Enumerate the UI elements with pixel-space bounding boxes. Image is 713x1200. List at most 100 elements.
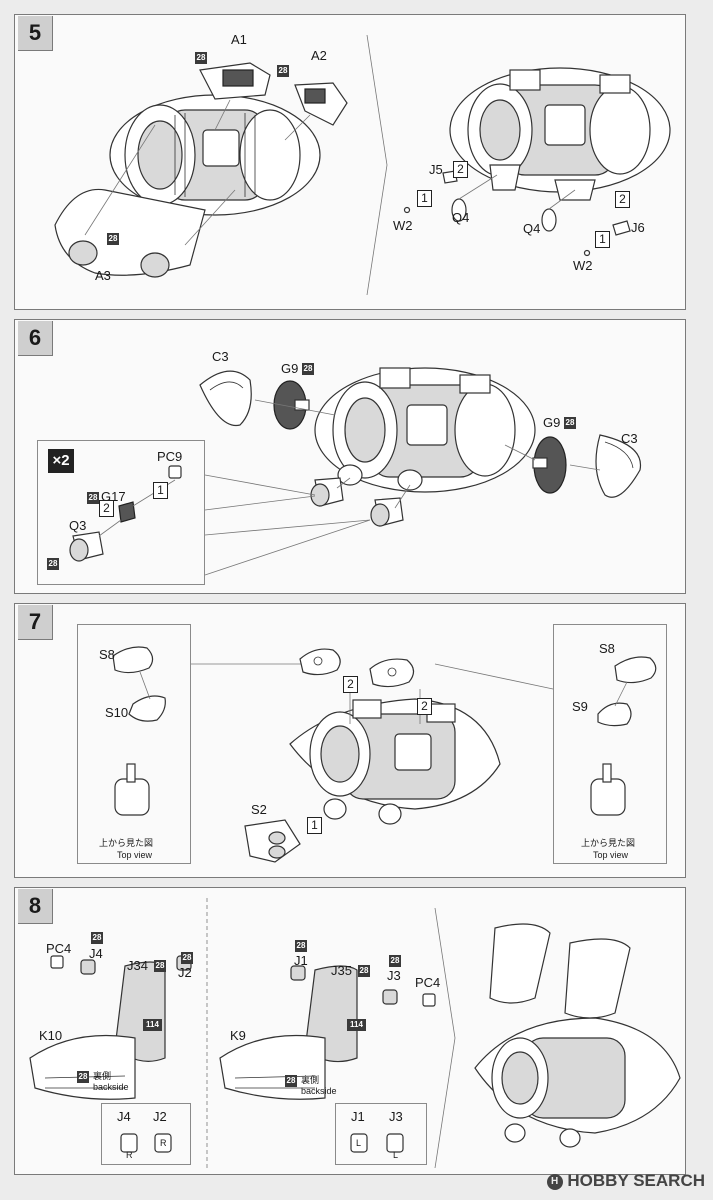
label-a1: A1 bbox=[231, 32, 247, 47]
engine-assembly-illustration bbox=[289, 698, 501, 825]
step-number: 6 bbox=[18, 321, 53, 356]
paint-code-j4: 28 bbox=[91, 932, 103, 944]
top-view-label-en-left: Top view bbox=[117, 850, 153, 860]
label-pc4-right: PC4 bbox=[415, 975, 441, 990]
paint-code-j34: 28 bbox=[154, 960, 166, 972]
label-k10: K10 bbox=[39, 1028, 63, 1043]
legend-mark-l-1: L bbox=[356, 1138, 362, 1148]
part-s2-illustration bbox=[244, 819, 301, 863]
paint-code-k9: 28 bbox=[285, 1075, 297, 1087]
label-s9: S9 bbox=[572, 699, 588, 714]
label-j1: J1 bbox=[294, 953, 308, 968]
label-s2: S2 bbox=[251, 802, 267, 817]
step-7-illustration bbox=[112, 646, 657, 863]
part-a2-illustration bbox=[294, 82, 348, 126]
legend-box-left bbox=[101, 1103, 191, 1165]
step-number: 8 bbox=[18, 889, 53, 924]
label-pc9: PC9 bbox=[157, 449, 183, 464]
sequence-g17: 2 bbox=[99, 500, 114, 517]
label-q3: Q3 bbox=[69, 518, 87, 533]
paint-code-a2: 28 bbox=[277, 65, 289, 77]
paint-code-j2: 28 bbox=[181, 952, 193, 964]
legend-label-j4: J4 bbox=[117, 1109, 131, 1124]
backside-label-en-left: backside bbox=[93, 1082, 129, 1092]
sequence-j6: 2 bbox=[615, 191, 630, 208]
step-8-illustration bbox=[29, 898, 681, 1169]
top-view-label-jp-left: 上から見た図 bbox=[99, 838, 154, 848]
top-view-label-en-right: Top view bbox=[593, 850, 629, 860]
paint-code-j3: 28 bbox=[389, 955, 401, 967]
paint-code-g9-left: 28 bbox=[302, 363, 314, 375]
label-j5: J5 bbox=[429, 162, 443, 177]
top-view-label-jp-right: 上から見た図 bbox=[581, 838, 636, 848]
label-g9-right: G9 bbox=[543, 415, 561, 430]
paint-code-j35-body: 114 bbox=[347, 1019, 366, 1031]
part-q3-illustration bbox=[310, 477, 404, 527]
part-g9-left-illustration bbox=[273, 380, 310, 430]
s9-inset-box bbox=[553, 624, 667, 864]
paint-code-q3: 28 bbox=[47, 558, 59, 570]
small-parts-step-5 bbox=[403, 170, 631, 257]
step-7-panel: 7 bbox=[14, 603, 686, 878]
engine-core-illustration bbox=[109, 94, 321, 216]
paint-code-j35: 28 bbox=[358, 965, 370, 977]
step-6-panel: 6 bbox=[14, 319, 686, 594]
step-number: 5 bbox=[18, 16, 53, 51]
label-j34: J34 bbox=[127, 958, 148, 973]
sequence-w2-right: 1 bbox=[595, 231, 610, 248]
label-w2-left: W2 bbox=[393, 218, 413, 233]
step-8-panel: 8 PC bbox=[14, 887, 686, 1175]
watermark-text: HOBBY SEARCH bbox=[567, 1171, 705, 1190]
backside-label-en-right: backside bbox=[301, 1086, 337, 1096]
paint-code-j34-body: 114 bbox=[143, 1019, 162, 1031]
label-a2: A2 bbox=[311, 48, 327, 63]
part-g9-right-illustration bbox=[532, 436, 567, 494]
paint-code-g17: 28 bbox=[87, 492, 99, 504]
step-5-panel: 5 bbox=[14, 14, 686, 310]
legend-box-right bbox=[335, 1103, 427, 1165]
sequence-w2-left: 1 bbox=[417, 190, 432, 207]
label-s8-right: S8 bbox=[599, 641, 615, 656]
label-q4-right: Q4 bbox=[523, 221, 541, 236]
paint-code-a1: 28 bbox=[195, 52, 207, 64]
hobby-search-watermark: H HOBBY SEARCH bbox=[546, 1171, 705, 1191]
label-c3-left: C3 bbox=[212, 349, 229, 364]
hobby-search-logo: H bbox=[546, 1174, 563, 1190]
step-6-illustration bbox=[69, 367, 642, 576]
label-s8-left: S8 bbox=[99, 647, 115, 662]
step-number: 7 bbox=[18, 605, 53, 640]
part-c3-right-illustration bbox=[595, 434, 642, 498]
label-k9: K9 bbox=[230, 1028, 246, 1043]
paint-code-k10: 28 bbox=[77, 1071, 89, 1083]
paint-code-j1: 28 bbox=[295, 940, 307, 952]
part-c3-left-illustration bbox=[199, 370, 252, 427]
label-j4: J4 bbox=[89, 946, 103, 961]
label-g9-left: G9 bbox=[281, 361, 299, 376]
sequence-j5: 2 bbox=[453, 161, 468, 178]
s10-inset-box bbox=[77, 624, 191, 864]
part-a3-illustration bbox=[54, 188, 206, 278]
label-q4-left: Q4 bbox=[452, 210, 470, 225]
legend-mark-l-2: L bbox=[393, 1150, 399, 1160]
legend-label-j1: J1 bbox=[351, 1109, 365, 1124]
label-j3: J3 bbox=[387, 968, 401, 983]
paint-code-g9-right: 28 bbox=[564, 417, 576, 429]
label-s10: S10 bbox=[105, 705, 129, 720]
sequence-right-cap: 2 bbox=[417, 698, 432, 715]
part-a1-illustration bbox=[199, 62, 271, 100]
label-j6: J6 bbox=[631, 220, 645, 235]
legend-label-j3: J3 bbox=[389, 1109, 403, 1124]
label-j35: J35 bbox=[331, 963, 352, 978]
label-c3-right: C3 bbox=[621, 431, 638, 446]
step-8-result-illustration bbox=[474, 923, 681, 1148]
engine-core-illustration bbox=[314, 367, 536, 493]
sequence-s2: 1 bbox=[307, 817, 322, 834]
label-j2: J2 bbox=[178, 965, 192, 980]
part-s8-top-left-illustration bbox=[299, 648, 341, 676]
legend-label-j2: J2 bbox=[153, 1109, 167, 1124]
sequence-left-cap: 2 bbox=[343, 676, 358, 693]
step-5-divider bbox=[54, 34, 671, 296]
part-s8-top-right-illustration bbox=[369, 658, 415, 688]
label-pc4-left: PC4 bbox=[46, 941, 72, 956]
backside-label-jp-left: 裏側 bbox=[93, 1071, 112, 1081]
